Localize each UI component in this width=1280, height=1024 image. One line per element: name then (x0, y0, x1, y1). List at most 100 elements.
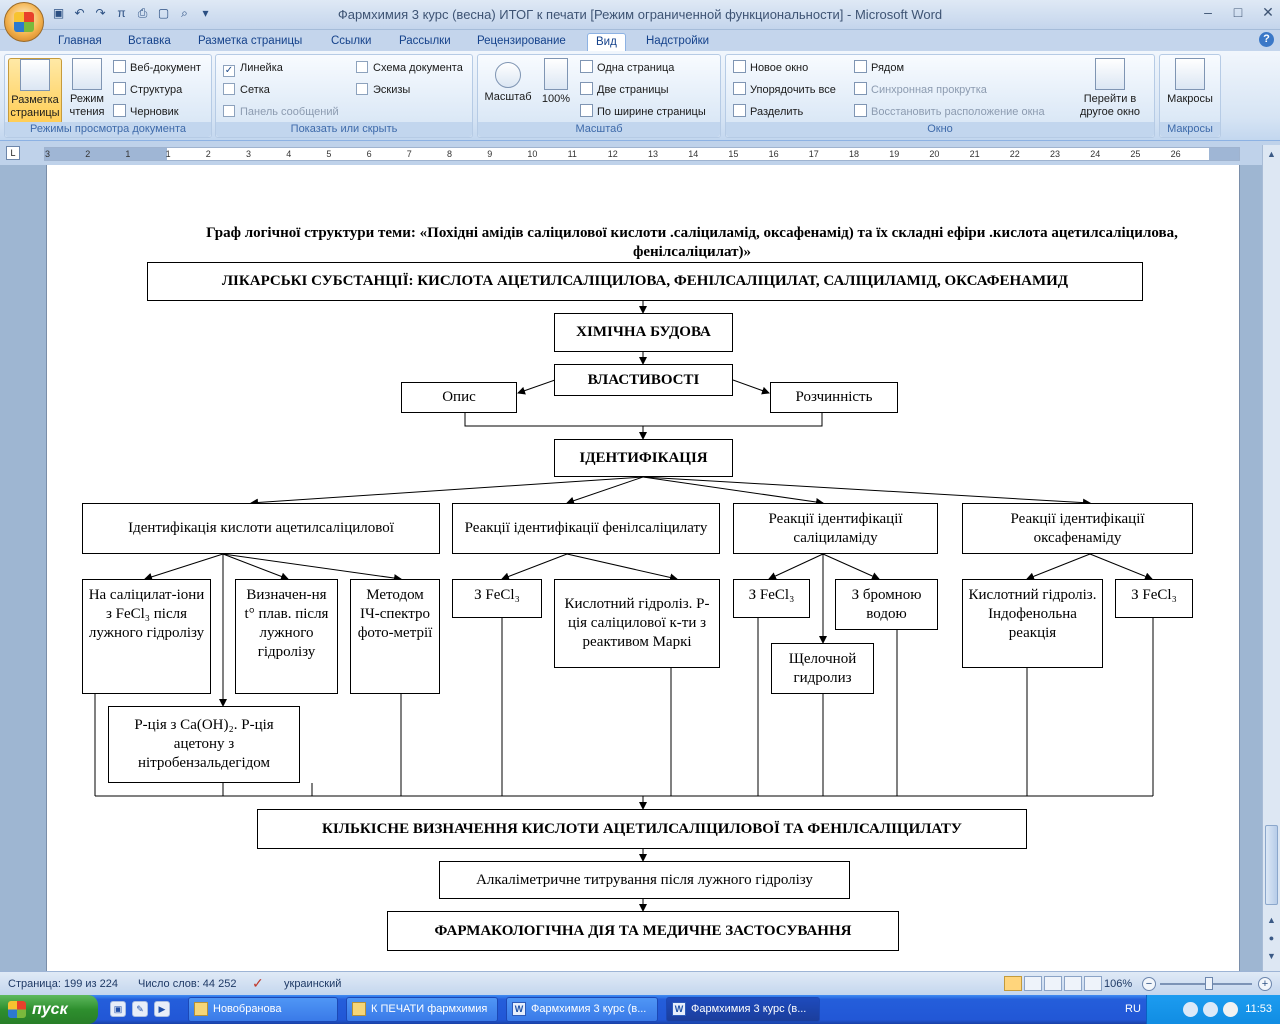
ruler-label: Линейка (240, 62, 283, 74)
tab-addins[interactable]: Надстройки (646, 35, 710, 47)
minimize-icon[interactable]: – (1204, 4, 1212, 20)
equation-icon[interactable]: π (117, 6, 126, 20)
network-tray-icon[interactable] (1203, 1002, 1218, 1017)
page-count[interactable]: Страница: 199 из 224 (8, 978, 118, 990)
switch-windows-button[interactable]: Перейти в другое окно (1070, 58, 1150, 124)
zoom-100-button[interactable]: 100% (538, 58, 574, 124)
zoom-button[interactable]: Масштаб (481, 58, 535, 124)
help-icon[interactable]: ? (1259, 32, 1274, 47)
document-map-label: Схема документа (373, 62, 463, 74)
scrollbar-thumb[interactable] (1265, 825, 1278, 905)
save-icon[interactable]: ▣ (52, 6, 65, 20)
tab-view[interactable]: Вид (587, 33, 626, 51)
reading-view-icon[interactable] (1024, 976, 1042, 991)
checkbox-icon (223, 105, 235, 117)
tab-review[interactable]: Рецензирование (477, 35, 566, 47)
quick-launch-icon[interactable]: ✎ (132, 1001, 148, 1017)
web-view-icon[interactable] (1044, 976, 1062, 991)
zoom-level[interactable]: 106% (1104, 978, 1133, 990)
checkmark-icon: ✓ (223, 65, 235, 77)
document-map-checkbox[interactable]: Схема документа (356, 59, 463, 77)
gridlines-label: Сетка (240, 84, 270, 96)
task-folder-novobranova[interactable]: Новобранова (188, 997, 338, 1022)
page-width-button[interactable]: По ширине страницы (580, 103, 706, 121)
media-player-icon[interactable]: ▶ (154, 1001, 170, 1017)
show-desktop-icon[interactable]: ▣ (110, 1001, 126, 1017)
tab-mailings[interactable]: Рассылки (399, 35, 451, 47)
status-tray-icon[interactable] (1223, 1002, 1238, 1017)
undo-icon[interactable]: ↶ (74, 6, 85, 20)
print-layout-view-icon[interactable] (1004, 976, 1022, 991)
ruler-number: 7 (406, 149, 412, 159)
reading-mode-button[interactable]: Режим чтения (64, 58, 110, 124)
macros-icon (1175, 58, 1205, 90)
tab-home[interactable]: Главная (58, 35, 102, 47)
maximize-icon[interactable]: □ (1233, 4, 1243, 20)
tab-page-layout[interactable]: Разметка страницы (198, 35, 303, 47)
task-folder-print[interactable]: К ПЕЧАТИ фармхимия (346, 997, 498, 1022)
reset-position-button[interactable]: Восстановить расположение окна (854, 103, 1045, 121)
draft-button[interactable]: Черновик (113, 103, 179, 121)
tab-references[interactable]: Ссылки (331, 35, 372, 47)
thumbnails-checkbox[interactable]: Эскизы (356, 81, 410, 99)
print-layout-button[interactable]: Разметка страницы (8, 58, 62, 124)
ruler-number: 5 (326, 149, 332, 159)
message-bar-checkbox[interactable]: Панель сообщений (223, 103, 339, 121)
word-count[interactable]: Число слов: 44 252 (138, 978, 237, 990)
start-button[interactable]: пуск (0, 995, 98, 1024)
scroll-up-page-icon[interactable]: ▲ (1267, 915, 1276, 925)
select-browse-object-icon[interactable]: ● (1268, 933, 1275, 943)
tab-selector[interactable]: L (6, 146, 20, 160)
system-tray: RU 11:53 (1125, 995, 1280, 1024)
zoom-in-icon[interactable]: + (1258, 977, 1272, 991)
zoom-slider-knob[interactable] (1205, 977, 1213, 990)
proofing-icon[interactable]: ✓ (252, 975, 264, 991)
language[interactable]: украинский (284, 978, 342, 990)
reset-position-icon (854, 104, 867, 117)
ruler-checkbox[interactable]: ✓ Линейка (223, 59, 283, 77)
side-by-side-button[interactable]: Рядом (854, 59, 904, 77)
print-preview-icon[interactable]: ⌕ (181, 6, 188, 20)
split-label: Разделить (750, 106, 804, 118)
start-label: пуск (32, 1001, 68, 1018)
outline-view-icon[interactable] (1064, 976, 1082, 991)
ruler-number: 13 (648, 149, 659, 159)
scroll-down-icon[interactable]: ▼ (1267, 951, 1276, 961)
box-salicylamide-alkaline: Щелочной гидролиз (771, 643, 874, 694)
document-page[interactable]: Граф логічної структури теми: «Похідні а… (46, 165, 1240, 971)
arrange-all-button[interactable]: Упорядочить все (733, 81, 836, 99)
sync-scroll-button[interactable]: Синхронная прокрутка (854, 81, 987, 99)
web-layout-button[interactable]: Веб-документ (113, 59, 201, 77)
language-indicator[interactable]: RU (1125, 1003, 1141, 1015)
print-icon[interactable]: ⎙ (137, 6, 148, 20)
close-icon[interactable]: ✕ (1262, 4, 1274, 20)
customize-icon[interactable]: ▾ (202, 6, 209, 20)
office-button[interactable] (4, 2, 44, 42)
vertical-scrollbar[interactable]: ▲ ▲ ● ▼ (1262, 145, 1280, 971)
ruler-number: 22 (1009, 149, 1020, 159)
ribbon: Разметка страницы Режим чтения Веб-докум… (0, 51, 1280, 141)
redo-icon[interactable]: ↷ (95, 6, 106, 20)
ruler-number: 1 (125, 149, 131, 159)
box-id-salicylamide: Реакції ідентифікації саліциламіду (733, 503, 938, 554)
box-id-phenylsalicylate: Реакції ідентифікації фенілсаліцилату (452, 503, 720, 554)
two-pages-button[interactable]: Две страницы (580, 81, 669, 99)
new-document-icon[interactable]: ▢ (157, 6, 170, 20)
window-title: Фармхимия 3 курс (весна) ИТОГ к печати [… (337, 7, 943, 22)
split-button[interactable]: Разделить (733, 103, 803, 121)
macros-button[interactable]: Макросы (1163, 58, 1217, 124)
gridlines-checkbox[interactable]: Сетка (223, 81, 270, 99)
one-page-button[interactable]: Одна страница (580, 59, 674, 77)
tab-insert[interactable]: Вставка (128, 35, 171, 47)
outline-button[interactable]: Структура (113, 81, 182, 99)
box-properties: ВЛАСТИВОСТІ (554, 364, 733, 396)
draft-view-icon[interactable] (1084, 976, 1102, 991)
scroll-up-icon[interactable]: ▲ (1267, 149, 1276, 159)
ruler-number: 11 (567, 149, 577, 159)
new-window-button[interactable]: Новое окно (733, 59, 808, 77)
zoom-out-icon[interactable]: − (1142, 977, 1156, 991)
help-tray-icon[interactable] (1183, 1002, 1198, 1017)
